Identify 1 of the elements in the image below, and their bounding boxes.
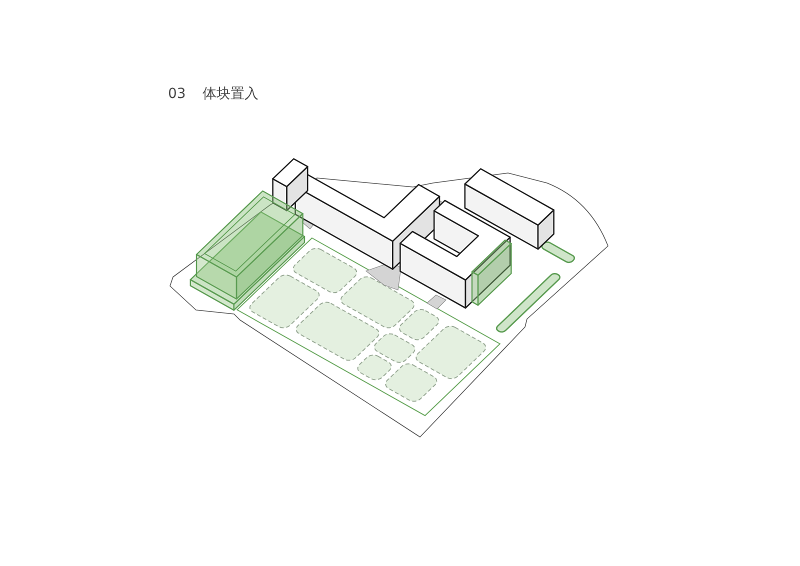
figure-title: 03 体块置入 <box>168 85 258 103</box>
